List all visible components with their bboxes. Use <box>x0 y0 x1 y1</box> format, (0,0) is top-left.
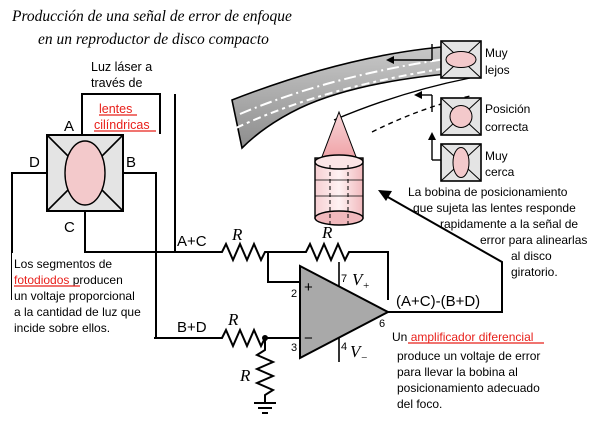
photodiode-caption-line-2: fotodiodos producen <box>14 273 123 287</box>
resistor-bd-zigzag <box>215 327 300 349</box>
sum-ac-label: A+C <box>177 233 207 250</box>
lens-label-line-2: cilíndricas <box>94 118 150 132</box>
coil-caption-line-1: La bobina de posicionamiento <box>408 185 568 199</box>
photodiode-caption-bg <box>12 253 154 341</box>
near-pointer-arrow <box>428 132 436 140</box>
near-label-line-2: cerca <box>485 165 515 179</box>
resistor-ac-zigzag <box>215 241 268 263</box>
vminus-v: V <box>350 342 363 361</box>
near-label-line-1: Muy <box>485 149 508 163</box>
feedback-resistor: R <box>267 223 389 300</box>
resistor-input-bd: R <box>215 310 300 349</box>
ground-resistor-zigzag <box>254 338 276 402</box>
amplifier-caption-line-3: para llevar la bobina al <box>397 365 518 379</box>
disc-surface <box>231 44 471 150</box>
lens-label-line-1: lentes <box>99 102 132 116</box>
segment-label-c: C <box>64 219 75 236</box>
resistor-bd-label: R <box>227 310 239 329</box>
coil-top <box>314 154 364 170</box>
resistor-input-ac: R <box>215 225 268 263</box>
photodiode-caption-line-4: a la cantidad de luz que <box>14 305 141 319</box>
compact-disc <box>231 44 471 150</box>
ground-resistor-label: R <box>239 366 251 385</box>
amplifier-caption-line-4: posicionamiento adecuado <box>397 381 540 395</box>
op-amp-triangle <box>299 264 391 360</box>
far-label-line-2: lejos <box>485 63 510 77</box>
amplifier-caption-prefix: Un <box>392 330 411 344</box>
vplus-sub: + <box>362 280 369 292</box>
amplifier-caption-line-1: Un amplificador diferencial <box>392 330 533 344</box>
photodiode-caption-line-1: Los segmentos de <box>14 257 112 271</box>
laser-label: Luz láser a través de lentes cilíndricas <box>91 60 156 132</box>
photodiode-caption-red: fotodiodos <box>14 273 69 287</box>
resistor-ac-label: R <box>231 225 243 244</box>
pin-6-label: 6 <box>379 318 385 330</box>
laser-label-line-1: Luz láser a <box>91 60 152 74</box>
pin-2-label: 2 <box>291 288 297 300</box>
title-line-2: en un reproductor de disco compacto <box>38 31 269 48</box>
laser-label-line-2: través de <box>91 76 142 90</box>
output-arrowhead <box>378 190 392 201</box>
inverting-sign: − <box>304 330 313 347</box>
segment-label-b: B <box>126 154 136 171</box>
far-pointer-arrow <box>386 56 394 64</box>
ground-resistor: R <box>239 335 276 414</box>
vminus-label: V− <box>350 342 368 364</box>
pin-7-label: 7 <box>341 273 347 285</box>
coil-caption-line-2: que sujeta las lentes responde <box>413 201 576 215</box>
correct-pointer-arrow <box>414 91 422 99</box>
wire-inverting-input <box>267 252 300 283</box>
correct-spot <box>449 105 473 128</box>
amplifier-caption-red: amplificador diferencial <box>411 330 534 344</box>
pin-3-label: 3 <box>291 342 297 354</box>
photodiode-caption: Los segmentos de fotodiodos producen un … <box>12 253 154 341</box>
photodiode-caption-rest: producen <box>69 273 122 287</box>
correct-label-line-1: Posición <box>485 102 530 116</box>
title-line-1: Producción de una señal de error de enfo… <box>11 8 292 25</box>
coil-bottom <box>314 210 364 226</box>
ground-node-dot <box>262 335 268 341</box>
coil-caption-line-6: giratorio. <box>511 265 558 279</box>
pin-4-label: 4 <box>341 341 347 353</box>
vplus-label: V+ <box>352 270 370 292</box>
focus-states: Muy lejos Posición correcta Muy cerca <box>386 40 530 182</box>
output-wire <box>385 195 503 313</box>
segment-label-d: D <box>29 154 40 171</box>
amplifier-caption: Un amplificador diferencial produce un v… <box>392 330 544 411</box>
disc-track-1 <box>239 55 469 115</box>
far-spot <box>445 51 477 68</box>
laser-path-bracket <box>81 93 161 134</box>
lens-assembly <box>314 110 364 226</box>
amplifier-caption-line-2: produce un voltaje de error <box>397 349 540 363</box>
coil-caption-line-3: rapidamente a la señal de <box>440 217 578 231</box>
laser-spot-ellipse <box>64 140 106 206</box>
photodiode-caption-line-3: un voltaje proporcional <box>14 289 135 303</box>
wire-c <box>84 211 215 253</box>
feedback-resistor-zigzag <box>268 241 389 300</box>
op-amp: + − 2 3 4 6 7 V+ V− <box>291 262 391 364</box>
non-inverting-sign: + <box>304 279 313 296</box>
coil-caption-line-5: al disco <box>511 249 552 263</box>
far-label-line-1: Muy <box>485 46 508 60</box>
vplus-v: V <box>352 270 365 289</box>
near-spot <box>452 147 470 178</box>
coil-caption-line-4: error para alinearlas <box>480 233 587 247</box>
photodiode: A B C D <box>29 118 136 236</box>
photodiode-caption-line-5: incide sobre ellos. <box>14 321 110 335</box>
vminus-sub: − <box>360 352 367 364</box>
feedback-resistor-label: R <box>321 223 333 242</box>
sum-bd-label: B+D <box>177 319 207 336</box>
amplifier-caption-line-5: del foco. <box>397 397 442 411</box>
disc-track-2 <box>235 64 469 129</box>
segment-label-a: A <box>64 118 74 135</box>
coil-caption: La bobina de posicionamiento que sujeta … <box>408 185 587 279</box>
disc-edge-line <box>333 77 471 121</box>
correct-label-line-2: correcta <box>485 120 529 134</box>
output-label: (A+C)-(B+D) <box>396 293 480 310</box>
wire-b <box>123 172 157 338</box>
